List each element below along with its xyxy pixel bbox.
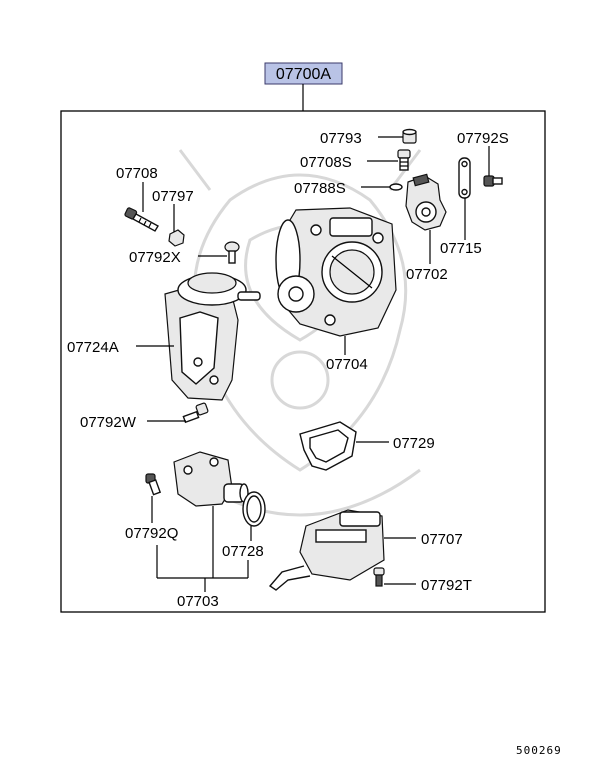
part-07708-bolt-icon bbox=[124, 207, 159, 232]
part-07788S-oring-icon bbox=[389, 183, 403, 191]
part-07792X-screw-icon bbox=[224, 241, 240, 264]
part-07715-connector-icon bbox=[458, 157, 471, 199]
part-07703-valve-icon bbox=[173, 451, 249, 507]
part-07708S-screw-icon bbox=[397, 149, 411, 171]
part-07707-housing-icon bbox=[268, 509, 385, 591]
label-07702[interactable]: 07702 bbox=[406, 266, 448, 283]
label-07797[interactable]: 07797 bbox=[152, 188, 194, 205]
label-07703[interactable]: 07703 bbox=[177, 593, 219, 610]
label-07792W[interactable]: 07792W bbox=[80, 414, 137, 431]
label-07792S[interactable]: 07792S bbox=[457, 130, 509, 147]
part-07729-gasket-icon bbox=[299, 421, 357, 471]
svg-text:07700A: 07700A bbox=[276, 66, 331, 83]
leader-lines bbox=[136, 136, 490, 592]
label-07792X[interactable]: 07792X bbox=[129, 249, 181, 266]
part-07704-throttle-body-icon bbox=[275, 207, 397, 337]
part-07792T-screw-icon bbox=[373, 567, 385, 587]
part-07797-nut-icon bbox=[168, 229, 185, 247]
diagram-frame bbox=[60, 110, 546, 613]
label-07708S[interactable]: 07708S bbox=[300, 154, 352, 171]
label-07728[interactable]: 07728 bbox=[222, 543, 264, 560]
document-code: 500269 bbox=[516, 744, 562, 757]
label-07788S[interactable]: 07788S bbox=[294, 180, 346, 197]
part-07724A-bracket-icon bbox=[164, 272, 261, 401]
part-07792W-screw-icon bbox=[182, 402, 209, 424]
label-07792Q[interactable]: 07792Q bbox=[125, 525, 178, 542]
assembly-label[interactable]: 07700A bbox=[264, 62, 343, 85]
label-07724A[interactable]: 07724A bbox=[67, 339, 119, 356]
part-07702-sensor-icon bbox=[405, 173, 447, 231]
label-07729[interactable]: 07729 bbox=[393, 435, 435, 452]
part-07793-cap-icon bbox=[402, 128, 417, 144]
part-07792Q-screw-icon bbox=[145, 473, 162, 496]
label-07707[interactable]: 07707 bbox=[421, 531, 463, 548]
label-07793[interactable]: 07793 bbox=[320, 130, 362, 147]
part-07792S-screw-icon bbox=[483, 175, 503, 187]
label-07704[interactable]: 07704 bbox=[326, 356, 368, 373]
part-07728-oring-inner bbox=[246, 495, 262, 523]
label-07792T[interactable]: 07792T bbox=[421, 577, 472, 594]
label-07715[interactable]: 07715 bbox=[440, 240, 482, 257]
label-07708[interactable]: 07708 bbox=[116, 165, 158, 182]
